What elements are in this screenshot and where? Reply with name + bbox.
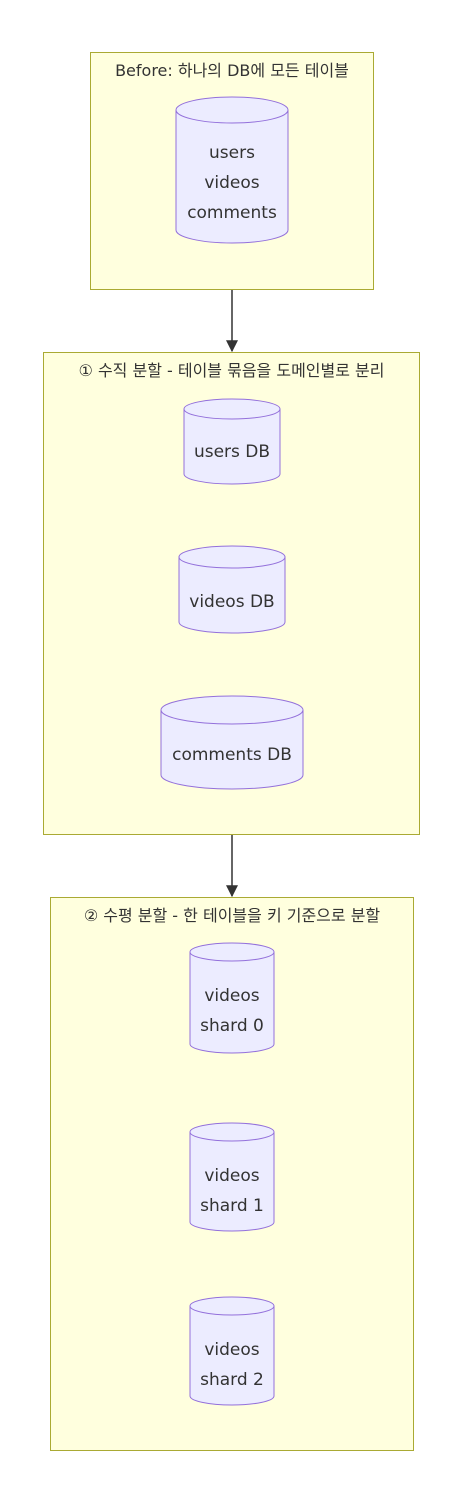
db-label-shard-1-table: videos xyxy=(204,1166,260,1186)
db-cylinder-shard-0 xyxy=(189,942,275,1054)
db-label-shard-0-name: shard 0 xyxy=(200,1016,264,1036)
db-label-shard-2-name: shard 2 xyxy=(200,1370,264,1390)
db-label-shard-0: videos shard 0 xyxy=(172,981,292,1041)
db-label-videos-text: videos DB xyxy=(189,592,275,612)
db-label-shard-2: videos shard 2 xyxy=(172,1335,292,1395)
db-cylinder-users xyxy=(183,398,281,485)
db-cylinder-comments xyxy=(160,695,304,790)
db-cylinder-videos xyxy=(178,545,286,634)
cluster-before: Before: 하나의 DB에 모든 테이블 xyxy=(90,52,374,290)
db-label-all-tables: users videos comments xyxy=(152,138,312,228)
db-table-users: users xyxy=(209,143,255,163)
db-label-comments: comments DB xyxy=(142,740,322,770)
db-table-comments: comments xyxy=(187,203,277,223)
cluster-before-title: Before: 하나의 DB에 모든 테이블 xyxy=(115,61,349,80)
db-label-shard-1: videos shard 1 xyxy=(172,1161,292,1221)
db-label-shard-1-name: shard 1 xyxy=(200,1196,264,1216)
db-label-comments-text: comments DB xyxy=(172,745,292,765)
db-label-users: users DB xyxy=(152,437,312,467)
db-label-shard-0-table: videos xyxy=(204,986,260,1006)
db-cylinder-shard-1 xyxy=(189,1122,275,1232)
db-cylinder-all-tables xyxy=(175,96,289,244)
db-cylinder-shard-2 xyxy=(189,1296,275,1406)
db-table-videos: videos xyxy=(204,173,260,193)
cluster-horizontal-title: ② 수평 분할 - 한 테이블을 키 기준으로 분할 xyxy=(83,906,381,925)
db-label-videos: videos DB xyxy=(152,587,312,617)
db-label-users-text: users DB xyxy=(193,442,271,462)
cluster-vertical-title: ① 수직 분할 - 테이블 묶음을 도메인별로 분리 xyxy=(78,361,385,380)
db-label-shard-2-table: videos xyxy=(204,1340,260,1360)
